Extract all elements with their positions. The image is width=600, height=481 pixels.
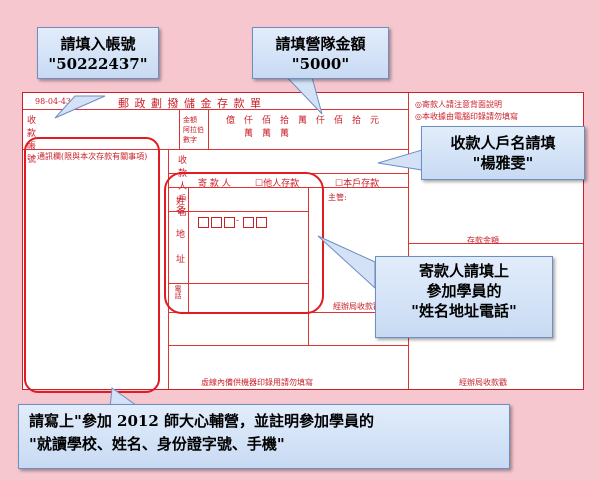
callout-sender: 寄款人請填上 參加學員的 "姓名地址電話": [375, 256, 553, 338]
unit-bai: 佰: [333, 116, 343, 126]
callout-amount: 請填營隊金額 "5000": [252, 27, 389, 79]
callout-note-line1: 請寫上"參加 2012 師大心輔營，並註明參加學員的: [29, 412, 375, 430]
owner-hint: 主管:: [328, 193, 347, 202]
callout-sender-line1: 寄款人請填上: [418, 262, 509, 280]
callout-payee-line2: "楊雅雯": [472, 154, 534, 172]
note-1: ◎寄款人請注意背面說明: [415, 100, 502, 109]
callout-sender-line2: 參加學員的: [426, 282, 502, 300]
postal-box-1[interactable]: [198, 217, 209, 228]
message-highlight-oval: [24, 137, 160, 393]
unit-baiwan: 佰萬: [261, 116, 271, 139]
postal-box-4[interactable]: [243, 217, 254, 228]
name-label: 姓名: [174, 196, 184, 214]
checkbox-self[interactable]: ☐本戶存款: [335, 179, 380, 189]
deposit-amount-label: 存款金額: [467, 236, 499, 245]
footer-note: 虛線內備供機器印錄用請勿填寫: [201, 378, 313, 387]
address-label: 地址: [174, 229, 184, 279]
stamp-label-2: 經辦局收款戳: [459, 378, 507, 387]
phone-label: 電話: [174, 285, 182, 299]
unit-yuan: 元: [369, 116, 379, 126]
unit-yi: 億: [225, 116, 235, 126]
postal-box-2[interactable]: [211, 217, 222, 228]
unit-qianwan: 仟萬: [243, 116, 253, 139]
checkbox-other[interactable]: ☐他人存款: [255, 179, 300, 189]
callout-payee-line1: 收款人戶名請填: [450, 134, 556, 152]
callout-account-line1: 請填入帳號: [60, 35, 136, 53]
callout-account-line2: "50222437": [48, 55, 148, 73]
stamp-label-1: 經辦局收款戳: [333, 302, 381, 311]
callout-sender-line3: "姓名地址電話": [411, 302, 517, 320]
postal-box-3[interactable]: [224, 217, 235, 228]
amount-side-label-2: 阿拉伯: [183, 126, 204, 134]
note-2: ◎本收據由電腦印錄請勿填寫: [415, 112, 518, 121]
unit-shi: 拾: [351, 116, 361, 126]
postal-separator: -: [236, 216, 240, 226]
callout-account: 請填入帳號 "50222437": [37, 27, 159, 79]
callout-note-line2: "就讀學校、姓名、身份證字號、手機": [29, 435, 285, 453]
unit-shiwan: 拾萬: [279, 116, 289, 139]
amount-side-label: 金額: [183, 116, 197, 124]
unit-wan: 萬: [297, 116, 307, 126]
sender-highlight-oval: [164, 172, 324, 314]
message-label: 通訊欄(限與本次存款有關事項): [37, 152, 148, 161]
form-code: 98-04-43-04: [35, 97, 84, 106]
amount-side-label-3: 數字: [183, 136, 197, 144]
callout-note: 請寫上"參加 2012 師大心輔營，並註明參加學員的 "就讀學校、姓名、身份證字…: [18, 404, 510, 469]
callout-payee: 收款人戶名請填 "楊雅雯": [421, 126, 585, 180]
callout-amount-line2: "5000": [291, 55, 350, 73]
sender-label: 寄 款 人: [198, 179, 231, 189]
callout-amount-line1: 請填營隊金額: [275, 35, 366, 53]
unit-qian: 仟: [315, 116, 325, 126]
form-header: 郵 政 劃 撥 儲 金 存 款 單: [118, 97, 262, 110]
postal-box-5[interactable]: [256, 217, 267, 228]
